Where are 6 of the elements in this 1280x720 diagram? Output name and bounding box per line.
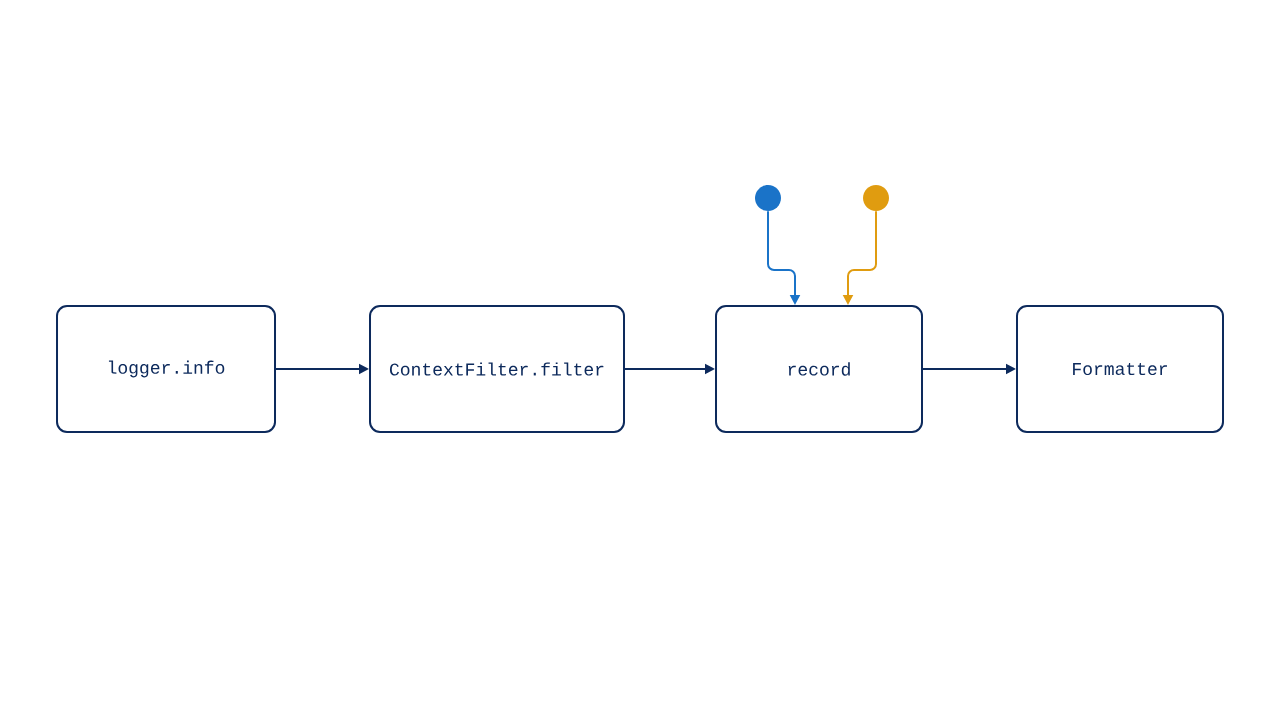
circle-marker [863,185,889,211]
process-box: ContextFilter.filter [369,305,625,433]
process-box: record [715,305,923,433]
circle-marker [755,185,781,211]
process-box: Formatter [1016,305,1224,433]
process-box: logger.info [56,305,276,433]
